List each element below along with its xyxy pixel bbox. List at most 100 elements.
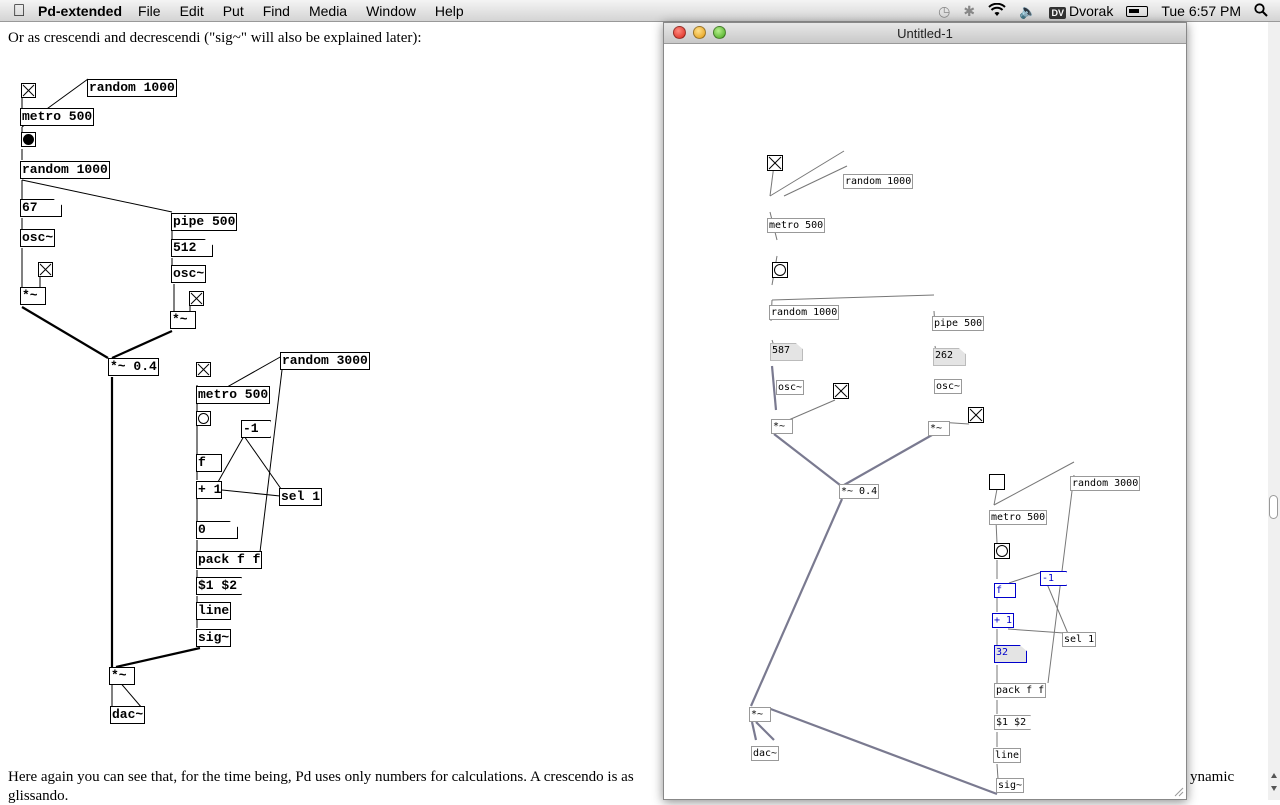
message-box[interactable]: -1	[241, 420, 271, 438]
close-button[interactable]	[673, 26, 686, 39]
toggle[interactable]	[989, 474, 1005, 490]
object-sel-1[interactable]: sel 1	[1062, 632, 1097, 647]
minimize-button[interactable]	[693, 26, 706, 39]
patch-canvas[interactable]: random 1000 metro 500 random 1000 587 os…	[664, 44, 1186, 799]
toggle[interactable]	[833, 383, 849, 399]
object-metro-500[interactable]: metro 500	[767, 218, 826, 233]
number-box[interactable]: 512	[171, 239, 213, 257]
zoom-button[interactable]	[713, 26, 726, 39]
object-multiply[interactable]: *~	[20, 287, 46, 305]
object-osc[interactable]: osc~	[776, 380, 805, 395]
bang-button[interactable]	[21, 132, 36, 147]
object-multiply[interactable]: *~	[170, 311, 196, 329]
message-box[interactable]: -1	[1040, 571, 1067, 586]
document-scrollbar[interactable]	[1268, 22, 1280, 800]
object-float[interactable]: f	[196, 454, 222, 472]
toggle[interactable]	[196, 362, 211, 377]
object-multiply[interactable]: *~	[109, 667, 135, 685]
object-float[interactable]: f	[994, 583, 1016, 598]
toggle-x-icon	[22, 84, 35, 97]
object-metro-500[interactable]: metro 500	[20, 108, 95, 126]
time-machine-icon[interactable]: ◷	[938, 2, 951, 19]
object-sel-1[interactable]: sel 1	[279, 488, 323, 506]
clock[interactable]: Tue 6:57 PM	[1161, 3, 1241, 19]
input-source-badge: DV	[1049, 7, 1066, 19]
bang-button[interactable]	[772, 262, 788, 278]
object-add-1[interactable]: + 1	[196, 481, 222, 499]
menu-edit[interactable]: Edit	[179, 2, 204, 19]
object-multiply[interactable]: *~	[928, 421, 950, 436]
resize-grip-icon[interactable]	[1174, 787, 1184, 797]
object-multiply-0.4[interactable]: *~ 0.4	[839, 484, 880, 499]
toggle-x-icon	[39, 263, 52, 276]
footer-text: Here again you can see that, for the tim…	[8, 769, 634, 785]
scroll-arrows-icon[interactable]	[1270, 772, 1278, 792]
message-box[interactable]: $1 $2	[196, 577, 242, 595]
object-osc[interactable]: osc~	[20, 229, 56, 247]
toggle[interactable]	[38, 262, 53, 277]
menu-find[interactable]: Find	[262, 2, 290, 19]
number-box[interactable]: 67	[20, 199, 62, 217]
spotlight-search-icon[interactable]	[1254, 2, 1268, 20]
object-multiply-0.4[interactable]: *~ 0.4	[108, 358, 159, 376]
bang-button[interactable]	[994, 543, 1010, 559]
toggle[interactable]	[767, 155, 783, 171]
patch-cords	[749, 150, 1075, 796]
object-random-3000[interactable]: random 3000	[280, 352, 370, 370]
object-add-1[interactable]: + 1	[992, 613, 1014, 628]
object-sig[interactable]: sig~	[196, 629, 232, 647]
intro-text: Or as crescendi and decrescendi ("sig~" …	[8, 30, 422, 46]
number-box[interactable]: 262	[933, 348, 966, 366]
object-multiply[interactable]: *~	[749, 707, 771, 722]
bluetooth-icon[interactable]: ✱	[963, 2, 976, 19]
object-metro-500[interactable]: metro 500	[989, 510, 1048, 525]
menu-put[interactable]: Put	[222, 2, 244, 19]
bang-button[interactable]	[196, 411, 211, 426]
toggle-x-icon	[969, 408, 983, 422]
wifi-icon[interactable]	[988, 2, 1006, 20]
object-osc[interactable]: osc~	[934, 379, 963, 394]
object-pipe-500[interactable]: pipe 500	[932, 316, 985, 331]
input-source-label: Dvorak	[1069, 3, 1114, 19]
left-patch-cords	[21, 78, 287, 709]
volume-icon[interactable]: 🔈	[1019, 2, 1037, 19]
object-multiply[interactable]: *~	[771, 419, 793, 434]
number-box[interactable]: 0	[196, 521, 238, 539]
object-random-3000[interactable]: random 3000	[1070, 476, 1141, 491]
object-dac[interactable]: dac~	[751, 746, 780, 761]
app-menu[interactable]: Pd-extended	[38, 2, 123, 19]
toggle[interactable]	[968, 407, 984, 423]
object-pipe-500[interactable]: pipe 500	[171, 213, 238, 231]
menu-window[interactable]: Window	[366, 2, 416, 19]
number-box[interactable]: 32	[994, 645, 1027, 663]
menu-help[interactable]: Help	[434, 2, 464, 19]
object-pack[interactable]: pack f f	[994, 683, 1047, 698]
footer-text-line-2: glissando.	[8, 788, 69, 804]
window-title-bar[interactable]: Untitled-1	[664, 23, 1186, 44]
patch-window[interactable]: Untitled-1	[663, 22, 1187, 800]
menu-file[interactable]: File	[138, 2, 161, 19]
battery-icon[interactable]	[1126, 5, 1149, 17]
number-box[interactable]: 587	[770, 343, 803, 361]
object-metro-500[interactable]: metro 500	[196, 386, 271, 404]
object-line[interactable]: line	[196, 602, 232, 620]
menu-media[interactable]: Media	[308, 2, 348, 19]
object-random-1000[interactable]: random 1000	[769, 305, 840, 320]
object-random-1000[interactable]: random 1000	[843, 174, 914, 189]
object-dac[interactable]: dac~	[110, 706, 146, 724]
window-title: Untitled-1	[897, 26, 953, 41]
object-pack[interactable]: pack f f	[196, 551, 263, 569]
object-sig[interactable]: sig~	[996, 778, 1025, 793]
toggle-x-icon	[834, 384, 848, 398]
scrollbar-thumb[interactable]	[1269, 495, 1278, 519]
toggle-x-icon	[768, 156, 782, 170]
message-box[interactable]: $1 $2	[994, 715, 1031, 730]
toggle[interactable]	[21, 83, 36, 98]
object-random-1000[interactable]: random 1000	[87, 79, 177, 97]
object-random-1000[interactable]: random 1000	[20, 161, 110, 179]
toggle[interactable]	[189, 291, 204, 306]
object-osc[interactable]: osc~	[171, 265, 207, 283]
apple-menu-icon[interactable]: 	[0, 1, 38, 21]
object-line[interactable]: line	[993, 748, 1022, 763]
